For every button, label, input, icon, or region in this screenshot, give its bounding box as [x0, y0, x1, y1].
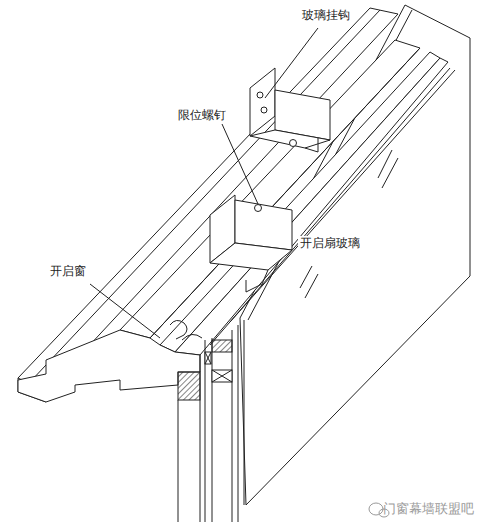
glass-hook — [250, 68, 330, 152]
part-label: 开启窗 — [48, 264, 88, 278]
leader-line — [222, 124, 258, 204]
part-label: 开启扇玻璃 — [298, 236, 362, 250]
part-label: 玻璃挂钩 — [300, 8, 352, 22]
frame-section — [178, 320, 244, 522]
glass-hook — [210, 195, 292, 292]
sash-extrusion — [18, 8, 455, 402]
part-label: 限位螺钉 — [176, 108, 228, 122]
sash-section — [18, 320, 202, 402]
leader-line — [90, 284, 160, 338]
leader-line — [265, 28, 318, 98]
watermark: 门窗幕墙联盟吧 — [381, 502, 476, 516]
